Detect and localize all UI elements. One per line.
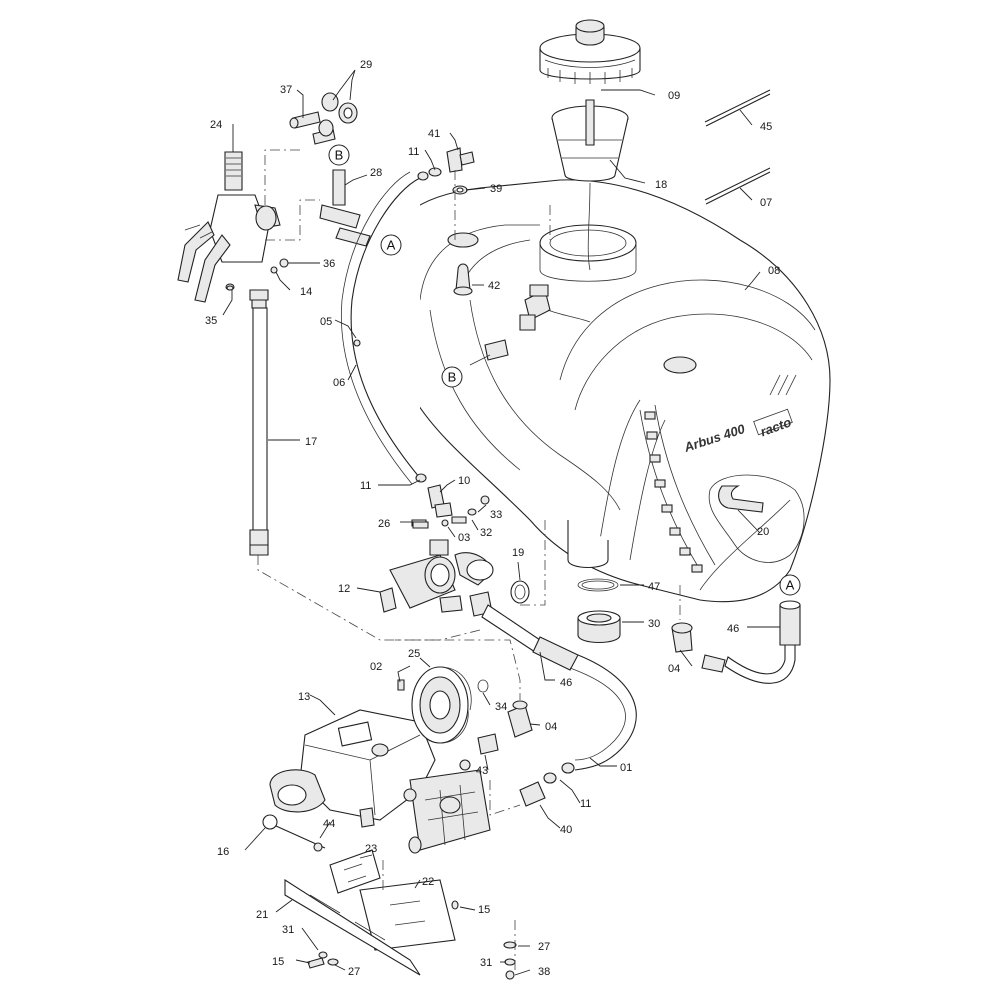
outlet-nut: [577, 610, 621, 644]
plate-22: [359, 879, 456, 951]
callout-13: 13: [298, 691, 310, 703]
connector-a-suction: A: [779, 574, 801, 596]
connector-b-valve: B: [328, 144, 350, 166]
callout-34: 34: [495, 701, 507, 713]
callout-labels: 09 18 45 07 08 29 37 24 41 11 28 39 36 1…: [205, 59, 780, 978]
callout-20: 20: [757, 526, 769, 538]
callout-27a: 27: [538, 941, 550, 953]
tank-body: Arbus 400 racto: [384, 179, 831, 603]
return-hose: [350, 177, 421, 479]
callout-08: 08: [768, 265, 780, 277]
callout-45: 45: [760, 121, 772, 133]
screw-14: [270, 266, 278, 274]
distributor-valve: [177, 151, 281, 303]
callout-06: 06: [333, 377, 345, 389]
filler-cap: [539, 19, 641, 84]
callout-25: 25: [408, 648, 420, 660]
callout-24: 24: [210, 119, 222, 131]
cable-tie-45: [704, 89, 771, 123]
callout-01: 01: [620, 762, 632, 774]
callout-19: 19: [512, 547, 524, 559]
callout-03: 03: [458, 532, 470, 544]
tank-elbow: [428, 147, 475, 195]
callout-21: 21: [256, 909, 268, 921]
callout-12: 12: [338, 583, 350, 595]
suction-tube: [249, 289, 269, 556]
callout-04b: 04: [545, 721, 557, 733]
callout-46b: 46: [727, 623, 739, 635]
callout-17: 17: [305, 436, 317, 448]
callout-05: 05: [320, 316, 332, 328]
callout-35: 35: [205, 315, 217, 327]
callout-22: 22: [422, 876, 434, 888]
outlet-seal-ring: [577, 578, 619, 592]
pump-body: [269, 709, 491, 854]
return-fitting: [319, 169, 371, 247]
callout-14: 14: [300, 286, 312, 298]
tank-return-fitting: [469, 284, 591, 366]
level-scale-marks: [644, 411, 703, 573]
callout-30: 30: [648, 618, 660, 630]
pressure-hose: [469, 591, 637, 774]
callout-15a: 15: [478, 904, 490, 916]
washer-36: [279, 258, 289, 268]
filler-basket: [551, 99, 629, 271]
tank-vent: [453, 263, 473, 296]
bracket-23: [329, 849, 381, 894]
connector-a-tank-valve: A: [380, 234, 402, 256]
callout-42: 42: [488, 280, 500, 292]
callout-27b: 27: [348, 966, 360, 978]
callout-18: 18: [655, 179, 667, 191]
callout-32: 32: [480, 527, 492, 539]
cable-tie-07: [704, 167, 771, 201]
callout-38: 38: [538, 966, 550, 978]
callout-28: 28: [370, 167, 382, 179]
callout-44: 44: [323, 818, 335, 830]
callout-11c: 11: [580, 798, 591, 810]
elbow-04: [507, 704, 533, 738]
callout-36: 36: [323, 258, 335, 270]
callout-43: 43: [476, 765, 488, 777]
seal-19: [510, 580, 530, 604]
callout-40: 40: [560, 824, 572, 836]
callout-37: 37: [280, 84, 292, 96]
callout-04a: 04: [668, 663, 680, 675]
callout-26: 26: [378, 518, 390, 530]
connector-b-tank: B: [441, 366, 463, 388]
callout-47: 47: [648, 581, 660, 593]
suction-hose: [671, 600, 801, 684]
callout-41: 41: [428, 128, 440, 140]
plate-21: [284, 878, 421, 976]
svg-text:A: A: [786, 578, 795, 593]
callout-11b: 11: [360, 480, 371, 492]
callout-07: 07: [760, 197, 772, 209]
svg-text:B: B: [335, 148, 344, 163]
svg-text:A: A: [387, 238, 396, 253]
callout-39: 39: [490, 183, 502, 195]
callout-15b: 15: [272, 956, 284, 968]
svg-text:B: B: [448, 370, 457, 385]
callout-29: 29: [360, 59, 372, 71]
callout-11a: 11: [408, 146, 419, 158]
callout-31a: 31: [282, 924, 294, 936]
pump-pulley: [411, 666, 472, 744]
callout-09: 09: [668, 90, 680, 102]
callout-23: 23: [365, 843, 377, 855]
pressure-regulator: [379, 539, 494, 613]
callout-31b: 31: [480, 957, 492, 969]
callout-33: 33: [490, 509, 502, 521]
drain-handle: [262, 814, 326, 849]
callout-10: 10: [458, 475, 470, 487]
valve-fittings: [289, 92, 358, 145]
callout-16: 16: [217, 846, 229, 858]
callout-46a: 46: [560, 677, 572, 689]
callout-02: 02: [370, 661, 382, 673]
